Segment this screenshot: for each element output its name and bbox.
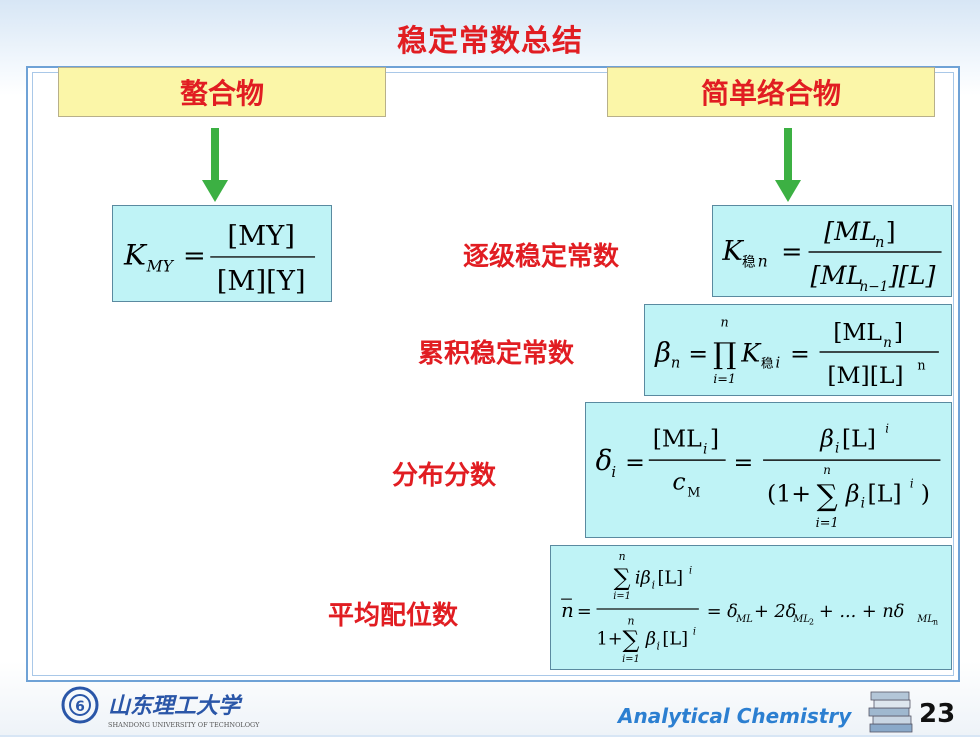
formula-subscript: i <box>703 441 707 457</box>
fraction-denominator: [M][L] <box>827 361 903 389</box>
formula-term: = δ <box>707 602 738 622</box>
university-english-name: SHANDONG UNIVERSITY OF TECHNOLOGY <box>108 721 260 729</box>
formula-subscript: 2 <box>809 618 814 627</box>
fraction-denominator: (1+ <box>767 480 811 508</box>
formula-superscript: i <box>885 422 889 436</box>
sum-lower-limit: i=1 <box>816 516 839 531</box>
sum-sign-icon: ∑ <box>614 563 631 591</box>
formula-superscript: i <box>910 477 914 491</box>
formula-subscript: ML <box>916 614 934 625</box>
books-icon <box>868 691 913 733</box>
formula-subscript: n <box>758 252 768 271</box>
formula-subscript: ML <box>792 614 810 625</box>
fraction-numerator: ] <box>886 216 896 246</box>
cumulative-formula-box: β n = n ∏ i=1 K 稳 i = [ML n ] [M][L] n <box>644 304 952 396</box>
formula-subscript: ML <box>735 614 753 625</box>
product-sign-icon: ∏ <box>713 337 736 371</box>
fraction-numerator: [ML <box>824 216 877 246</box>
fraction-denominator: [ML <box>810 260 863 290</box>
formula-symbol: δ <box>596 444 613 477</box>
formula-term: + ... + nδ <box>819 602 905 622</box>
formula-symbol: n <box>561 599 574 622</box>
fraction-numerator: ] <box>710 424 719 452</box>
fraction-denominator: ][L] <box>888 260 936 290</box>
sum-lower-limit: i=1 <box>613 591 631 602</box>
fraction-numerator: β <box>819 424 834 452</box>
course-name: Analytical Chemistry <box>618 704 852 728</box>
equals-sign: = <box>183 241 206 272</box>
formula-subscript: i <box>611 464 616 481</box>
formula-subscript: M <box>687 486 700 501</box>
fraction-numerator: iβ <box>635 568 651 588</box>
formula-subscript: n <box>933 618 938 627</box>
simple-complex-header: 简单络合物 <box>607 67 935 117</box>
product-lower-limit: i=1 <box>713 371 736 386</box>
fraction-denominator: [M][Y] <box>217 266 306 297</box>
formula-subscript: i <box>652 578 655 591</box>
sum-upper-limit: n <box>619 550 626 563</box>
fraction-numerator: [L] <box>658 568 684 588</box>
formula-symbol: β <box>654 338 671 369</box>
fraction-denominator: ) <box>921 480 930 508</box>
equals-sign: = <box>781 236 802 266</box>
page-number: 23 <box>919 699 956 729</box>
equals-sign: = <box>734 448 754 476</box>
sum-lower-limit: i=1 <box>622 654 640 665</box>
label-cumulative-constant: 累积稳定常数 <box>418 339 575 369</box>
university-logo: 6 山东理工大学 SHANDONG UNIVERSITY OF TECHNOLO… <box>60 683 300 737</box>
formula-subscript: i <box>776 355 781 372</box>
slide-title: 稳定常数总结 <box>397 24 583 59</box>
sum-upper-limit: n <box>627 615 634 628</box>
formula-superscript: n <box>917 358 925 373</box>
fraction-denominator: β <box>645 629 656 649</box>
formula-subscript: 稳 <box>742 255 756 271</box>
stepwise-formula-box: K 稳 n = [ML n ] [ML n−1 ][L] <box>712 205 952 297</box>
sum-sign-icon: ∑ <box>623 625 640 653</box>
formula-subscript: n <box>883 335 892 351</box>
formula-subscript: 稳 <box>761 356 774 371</box>
formula-symbol: K <box>123 238 148 272</box>
formula-symbol: K <box>721 236 744 267</box>
fraction-denominator: [L] <box>662 629 688 649</box>
formula-superscript: i <box>693 627 696 638</box>
formula-subscript: i <box>835 440 839 456</box>
fraction-numerator: [MY] <box>227 221 295 252</box>
fraction-denominator: 1+ <box>597 629 623 649</box>
chelate-formula-box: K MY = [MY] [M][Y] <box>112 205 332 302</box>
label-distribution-fraction: 分布分数 <box>392 461 497 491</box>
down-arrow-icon <box>202 128 228 202</box>
down-arrow-icon <box>775 128 801 202</box>
formula-superscript: i <box>689 566 692 577</box>
emblem-icon: 6 <box>75 699 85 715</box>
label-average-coordination-number: 平均配位数 <box>328 601 459 631</box>
formula-subscript: MY <box>146 257 175 276</box>
emblem-icon <box>61 686 99 724</box>
fraction-numerator: [ML <box>653 424 702 452</box>
chelate-header: 螯合物 <box>58 67 386 117</box>
formula-subscript: n <box>671 355 680 372</box>
formula-term: + 2δ <box>754 602 796 622</box>
equals-sign: = <box>625 448 645 476</box>
formula-subscript: i <box>861 495 865 511</box>
sum-upper-limit: n <box>823 463 831 477</box>
fraction-denominator: c <box>672 468 685 496</box>
fraction-numerator: [ML <box>833 318 882 346</box>
formula-symbol: K <box>740 338 762 368</box>
fraction-numerator: ] <box>894 318 903 346</box>
fraction-denominator: [L] <box>868 480 902 508</box>
fraction-denominator: β <box>845 480 860 508</box>
formula-subscript: n−1 <box>859 279 888 295</box>
average-formula-box: n = n ∑ i=1 iβ i [L] i 1+ n ∑ i=1 β i [L… <box>550 545 952 670</box>
equals-sign: = <box>688 340 708 368</box>
formula-subscript: n <box>875 234 884 251</box>
equals-sign: = <box>577 602 592 622</box>
equals-sign: = <box>790 340 810 368</box>
label-stepwise-constant: 逐级稳定常数 <box>463 242 620 272</box>
fraction-numerator: [L] <box>842 424 876 452</box>
product-upper-limit: n <box>721 315 729 330</box>
distribution-formula-box: δ i = [ML i ] c M = β i [L] i (1+ n ∑ i=… <box>585 402 952 538</box>
formula-subscript: i <box>657 639 660 652</box>
sum-sign-icon: ∑ <box>817 478 838 512</box>
university-name: 山东理工大学 <box>108 693 243 719</box>
